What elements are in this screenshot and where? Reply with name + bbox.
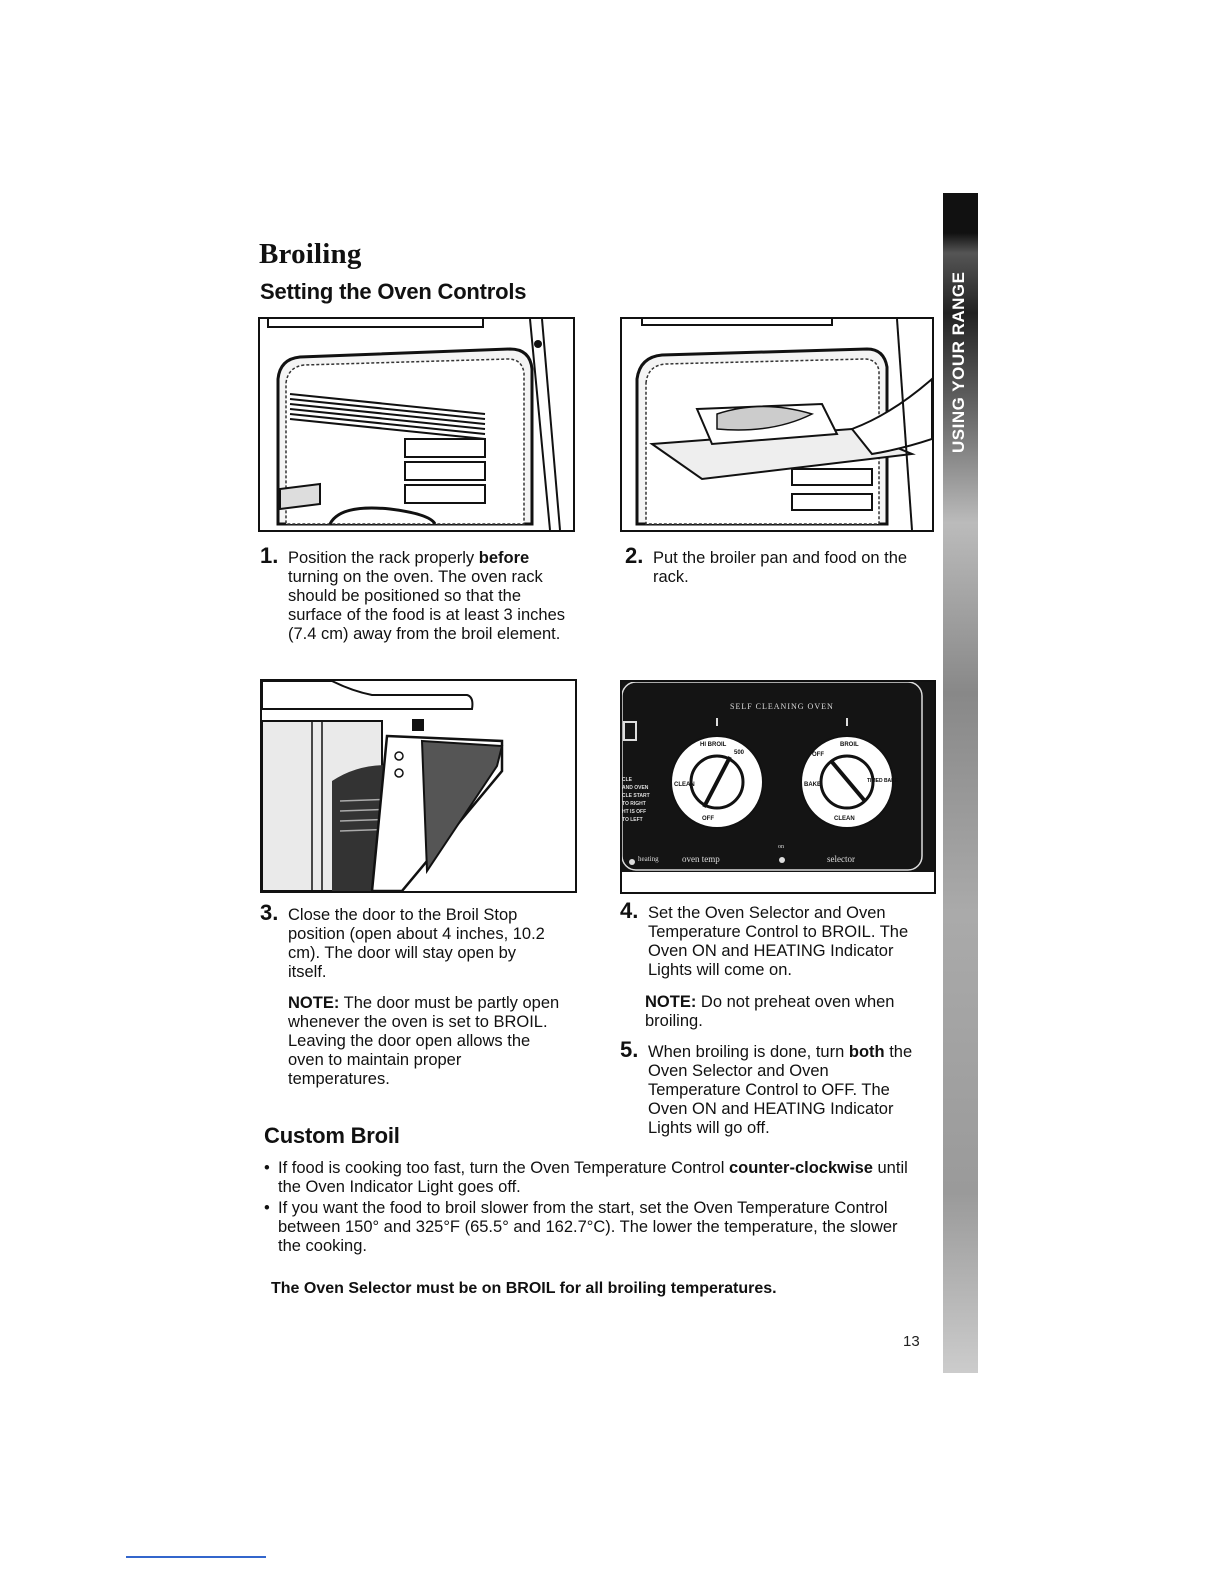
- step-number: 5.: [620, 1037, 639, 1062]
- on-label: on: [778, 844, 784, 850]
- step-number: 2.: [625, 543, 644, 568]
- oven-temp-label: oven temp: [682, 854, 720, 864]
- step-2: 2. Put the broiler pan and food on the r…: [625, 543, 925, 599]
- left-dial-label-hi-broil: HI BROIL: [700, 742, 727, 748]
- side-tab-text: USING YOUR RANGE: [949, 271, 968, 454]
- figure-broiler-pan: [620, 317, 934, 532]
- step-number: 1.: [260, 543, 279, 568]
- custom-broil-heading: Custom Broil: [264, 1123, 400, 1148]
- figure-oven-rack: [258, 317, 575, 532]
- page-title: Broiling: [259, 238, 362, 270]
- control-panel-left-notes: CLE AND OVEN CLE START TO RIGHT HT IS OF…: [622, 777, 650, 823]
- final-note: The Oven Selector must be on BROIL for a…: [271, 1280, 777, 1297]
- control-panel-header: SELF CLEANING OVEN: [730, 702, 834, 711]
- right-dial-label-timed-bake: TIMED BAKE: [867, 778, 899, 784]
- step-text: Set the Oven Selector and Oven Temperatu…: [648, 904, 909, 979]
- left-dial-label-off: OFF: [702, 816, 714, 822]
- custom-broil-bullets: •If food is cooking too fast, turn the O…: [260, 1159, 910, 1258]
- note-step-4: NOTE: Do not preheat oven when broiling.: [645, 993, 895, 1030]
- step-number: 3.: [260, 900, 279, 925]
- step-3: 3. Close the door to the Broil Stop posi…: [260, 900, 580, 986]
- step-5: 5. When broiling is done, turn both the …: [620, 1037, 925, 1143]
- right-dial-label-bake: BAKE: [804, 782, 822, 788]
- note-step-3: NOTE: The door must be partly open whene…: [288, 994, 560, 1088]
- step-text: Position the rack properly before turnin…: [288, 549, 565, 643]
- page-number: 13: [903, 1333, 920, 1350]
- left-dial-label-500: 500: [734, 750, 745, 756]
- step-4: 4. Set the Oven Selector and Oven Temper…: [620, 898, 925, 984]
- right-dial-label-broil: BROIL: [840, 742, 859, 748]
- figure-broil-stop-door: [260, 679, 577, 893]
- right-dial-label-off: OFF: [812, 752, 824, 758]
- step-number: 4.: [620, 898, 639, 923]
- side-tab: USING YOUR RANGE: [943, 193, 978, 1373]
- heating-label: heating: [638, 855, 659, 863]
- step-1: 1. Position the rack properly before tur…: [260, 543, 580, 669]
- list-item: •If you want the food to broil slower fr…: [264, 1199, 898, 1255]
- step-text: Put the broiler pan and food on the rack…: [653, 549, 908, 586]
- step-text: When broiling is done, turn both the Ove…: [648, 1043, 913, 1137]
- footer-rule: [126, 1556, 266, 1558]
- page-subtitle: Setting the Oven Controls: [260, 279, 527, 304]
- left-dial-label-clean: CLEAN: [674, 782, 695, 788]
- list-item: •If food is cooking too fast, turn the O…: [264, 1159, 908, 1196]
- step-text: Close the door to the Broil Stop positio…: [288, 906, 545, 981]
- right-dial-label-clean: CLEAN: [834, 816, 855, 822]
- selector-label: selector: [827, 854, 855, 864]
- figure-control-panel: SELF CLEANING OVEN CLE AND OVEN CLE STAR…: [620, 680, 936, 894]
